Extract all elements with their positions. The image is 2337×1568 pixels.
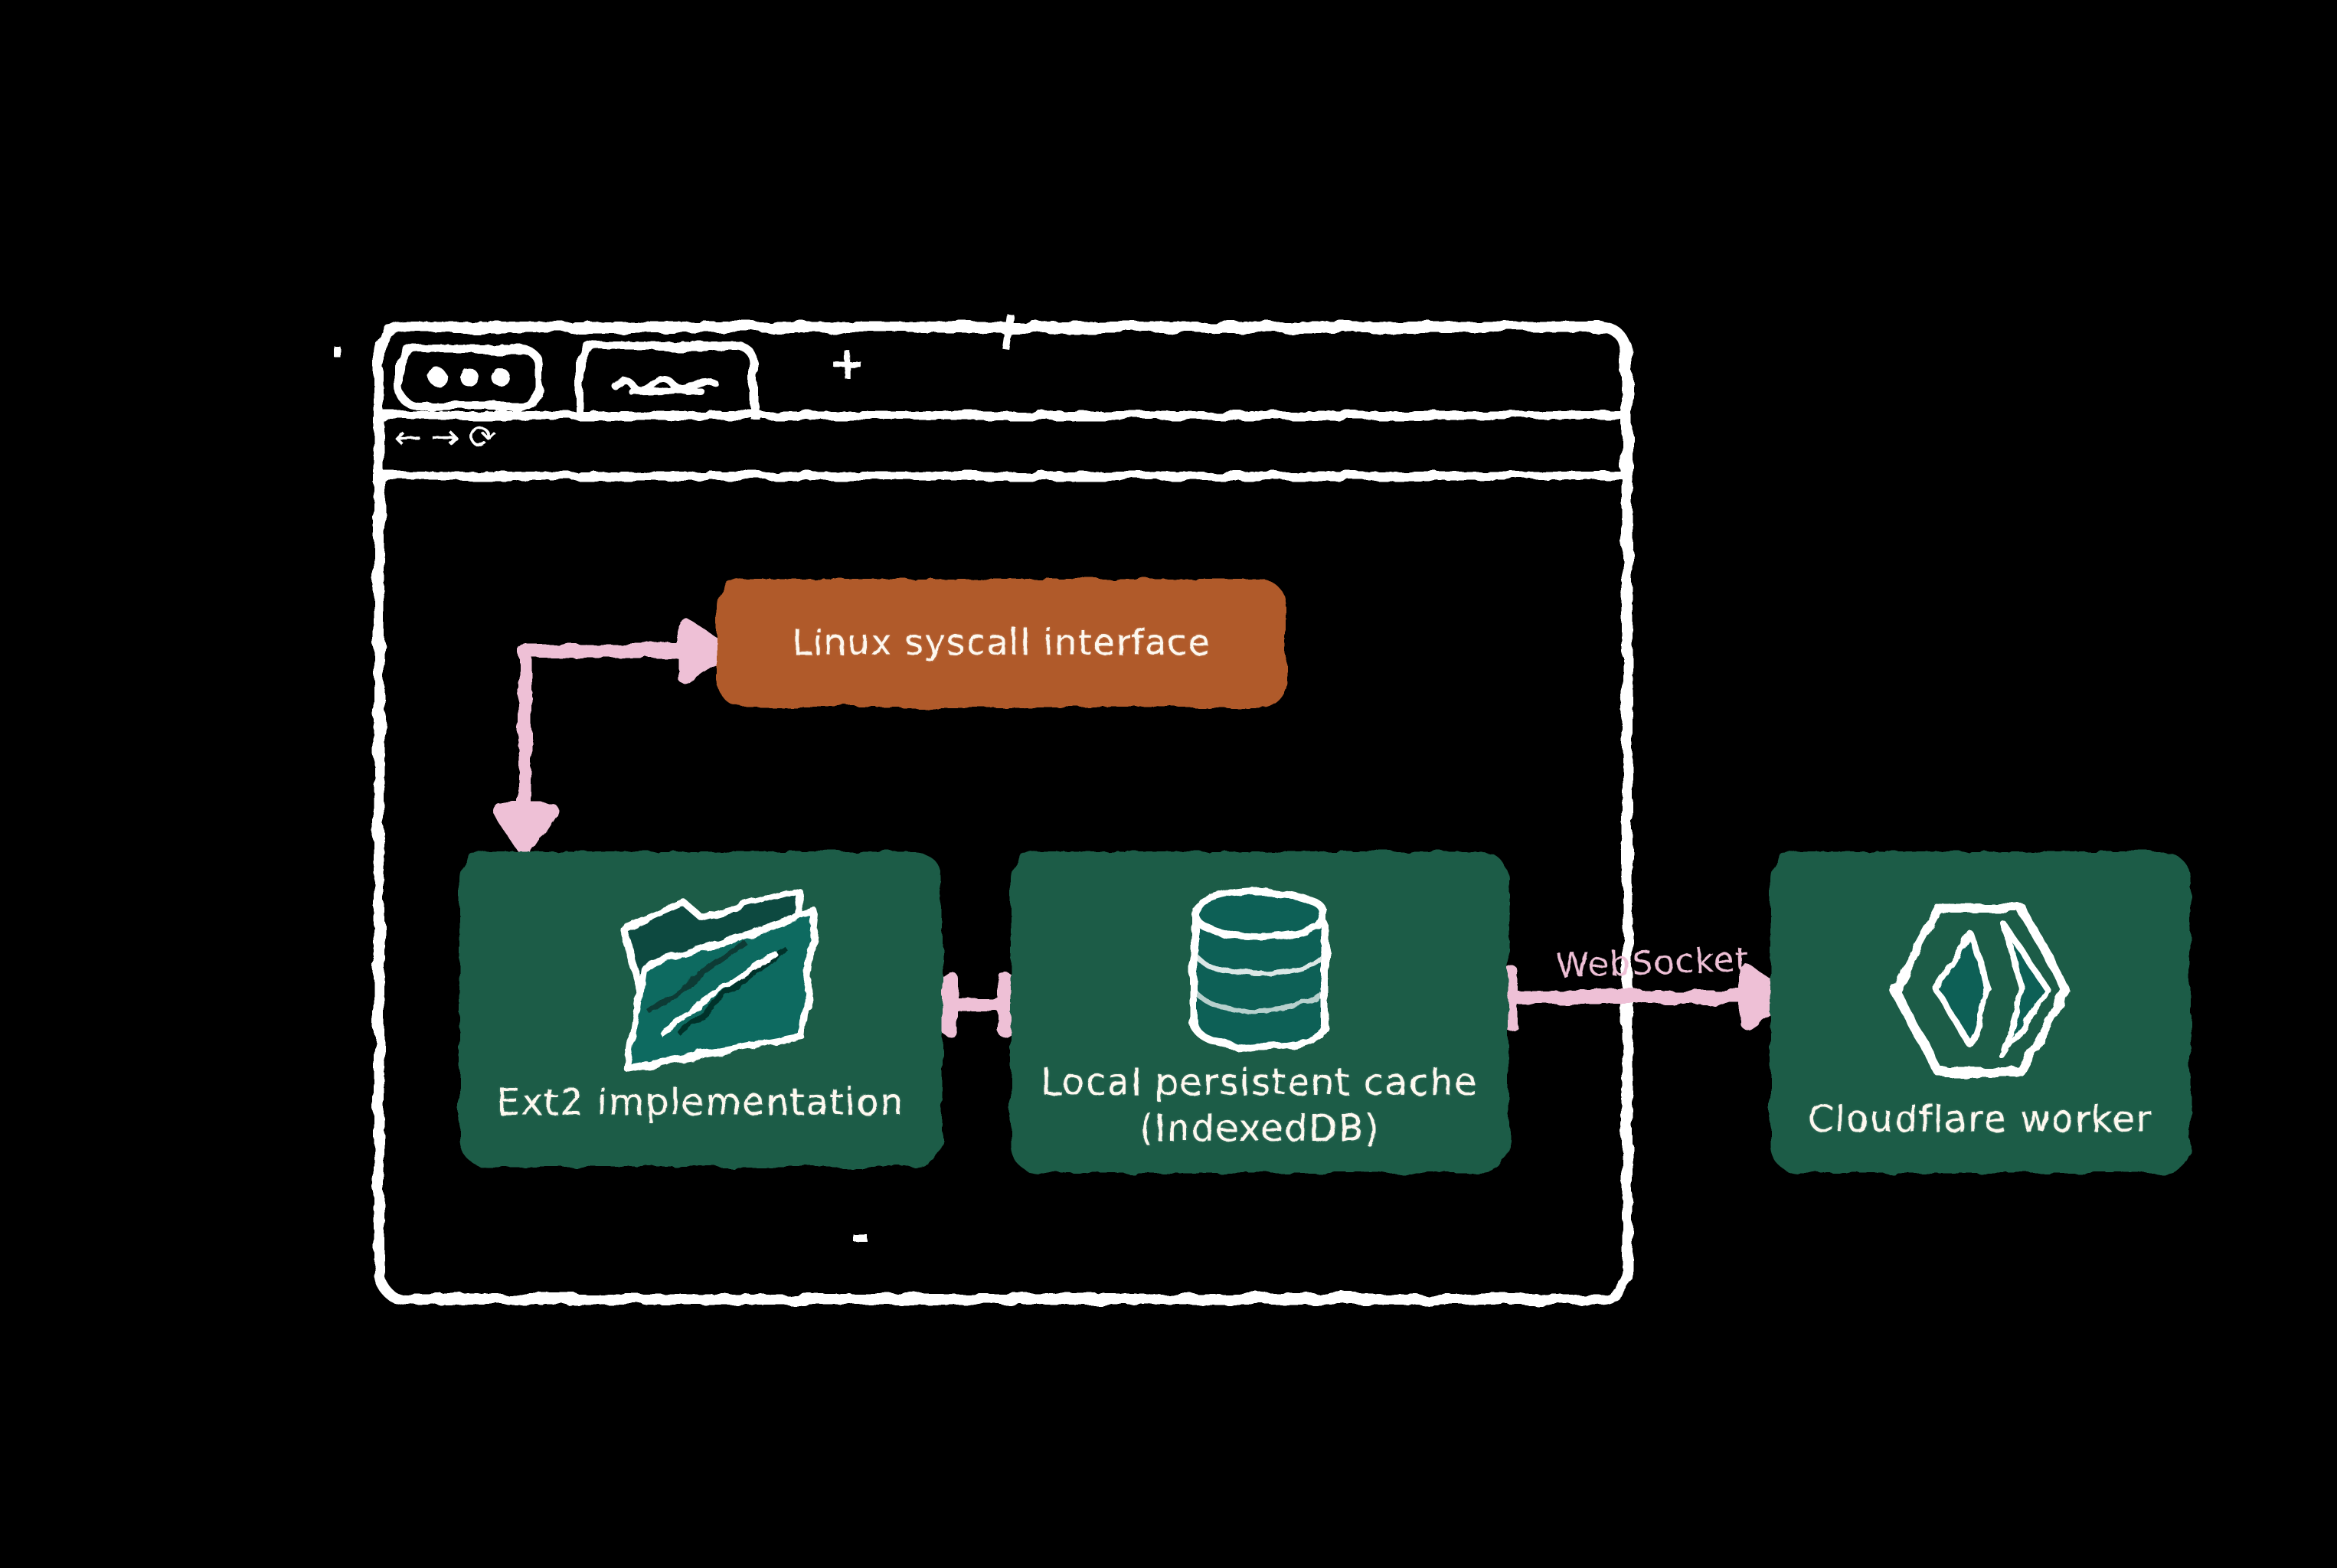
node-ext2-implementation: Ext2 implementation: [459, 851, 942, 1167]
traffic-lights-pill: [395, 345, 544, 410]
toolbar-divider: [380, 472, 1628, 480]
node-label-line1: Local persistent cache: [1041, 1061, 1479, 1104]
traffic-light-dot: [460, 368, 479, 387]
database-icon: [1191, 887, 1329, 1051]
tab-bar-divider: [380, 411, 1628, 420]
node-label: Ext2 implementation: [496, 1081, 905, 1124]
browser-nav-controls: ← → ⟳: [394, 418, 497, 457]
node-background: [717, 579, 1286, 707]
node-label: Local persistent cache (IndexedDB): [1011, 1060, 1508, 1152]
browser-window-frame: [374, 322, 1633, 1305]
nav-back-icon: ←: [394, 418, 422, 457]
tab-title-scribble-icon: [612, 375, 719, 395]
websocket-edge-label: WebSocket: [1555, 939, 1750, 986]
node-label: Linux syscall interface: [792, 622, 1211, 663]
nav-reload-icon: ⟳: [468, 418, 497, 457]
folder-icon: [619, 887, 819, 1073]
node-label-line2: (IndexedDB): [1139, 1107, 1381, 1150]
node-local-persistent-cache: Local persistent cache (IndexedDB): [1011, 851, 1508, 1173]
node-linux-syscall-interface: Linux syscall interface: [717, 579, 1286, 707]
node-label: Cloudflare worker: [1808, 1098, 2152, 1141]
new-tab-button: +: [829, 337, 866, 389]
traffic-light-dot: [492, 368, 510, 387]
cloudflare-workers-icon: [1890, 903, 2071, 1076]
node-cloudflare-worker: Cloudflare worker: [1770, 851, 2190, 1173]
chalk-speck: [853, 1234, 867, 1241]
nav-forward-icon: →: [430, 418, 459, 457]
chalk-speck: [334, 346, 340, 357]
browser-tab: [576, 341, 758, 418]
traffic-light-dot: [429, 368, 447, 387]
